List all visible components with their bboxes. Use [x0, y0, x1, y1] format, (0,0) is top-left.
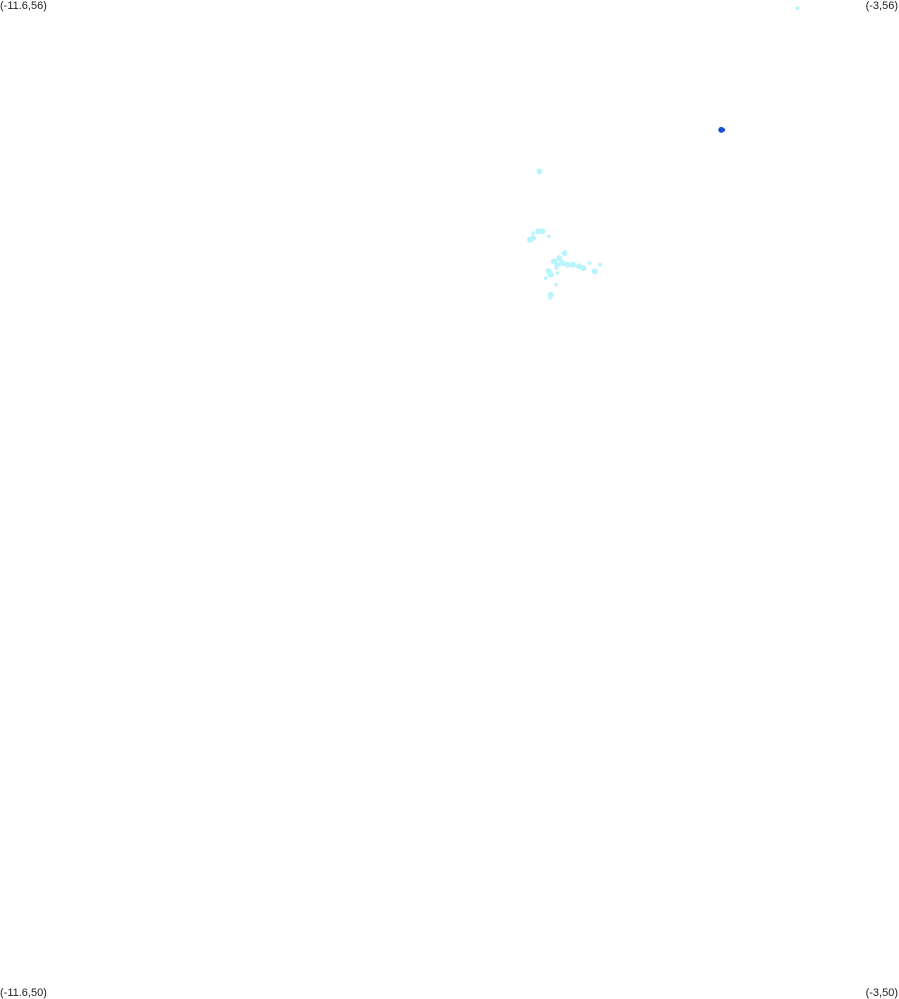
- map-point-27[interactable]: [554, 282, 558, 287]
- map-point-7[interactable]: [527, 236, 533, 243]
- map-point-5[interactable]: [539, 228, 546, 235]
- corner-label-top-left: (-11.6,56): [0, 0, 47, 12]
- map-point-25[interactable]: [555, 271, 559, 275]
- map-point-29[interactable]: [548, 296, 552, 300]
- map-point-13[interactable]: [554, 261, 561, 268]
- map-point-24[interactable]: [547, 271, 554, 278]
- map-point-9[interactable]: [531, 231, 535, 235]
- map-point-20[interactable]: [591, 268, 598, 275]
- map-point-26[interactable]: [543, 276, 548, 280]
- map-point-18[interactable]: [580, 265, 587, 272]
- corner-label-top-right: (-3,56): [865, 0, 898, 12]
- map-point-16[interactable]: [569, 261, 576, 268]
- map-point-11[interactable]: [556, 255, 563, 262]
- map-point-19[interactable]: [587, 261, 592, 265]
- corner-label-bottom-left: (-11.6,50): [0, 987, 47, 999]
- points-layer: [527, 6, 800, 300]
- map-point-22[interactable]: [554, 266, 558, 270]
- map-point-4[interactable]: [535, 228, 542, 235]
- map-point-3[interactable]: [536, 168, 543, 175]
- map-point-10[interactable]: [561, 250, 568, 257]
- map-point-15[interactable]: [564, 261, 571, 268]
- map-point-0[interactable]: [795, 6, 800, 11]
- map-point-8[interactable]: [547, 234, 551, 239]
- map-point-2[interactable]: [721, 128, 726, 132]
- map-point-14[interactable]: [559, 260, 566, 267]
- corner-label-bottom-right: (-3,50): [865, 987, 898, 999]
- map-point-21[interactable]: [598, 262, 602, 267]
- map-point-28[interactable]: [547, 291, 554, 298]
